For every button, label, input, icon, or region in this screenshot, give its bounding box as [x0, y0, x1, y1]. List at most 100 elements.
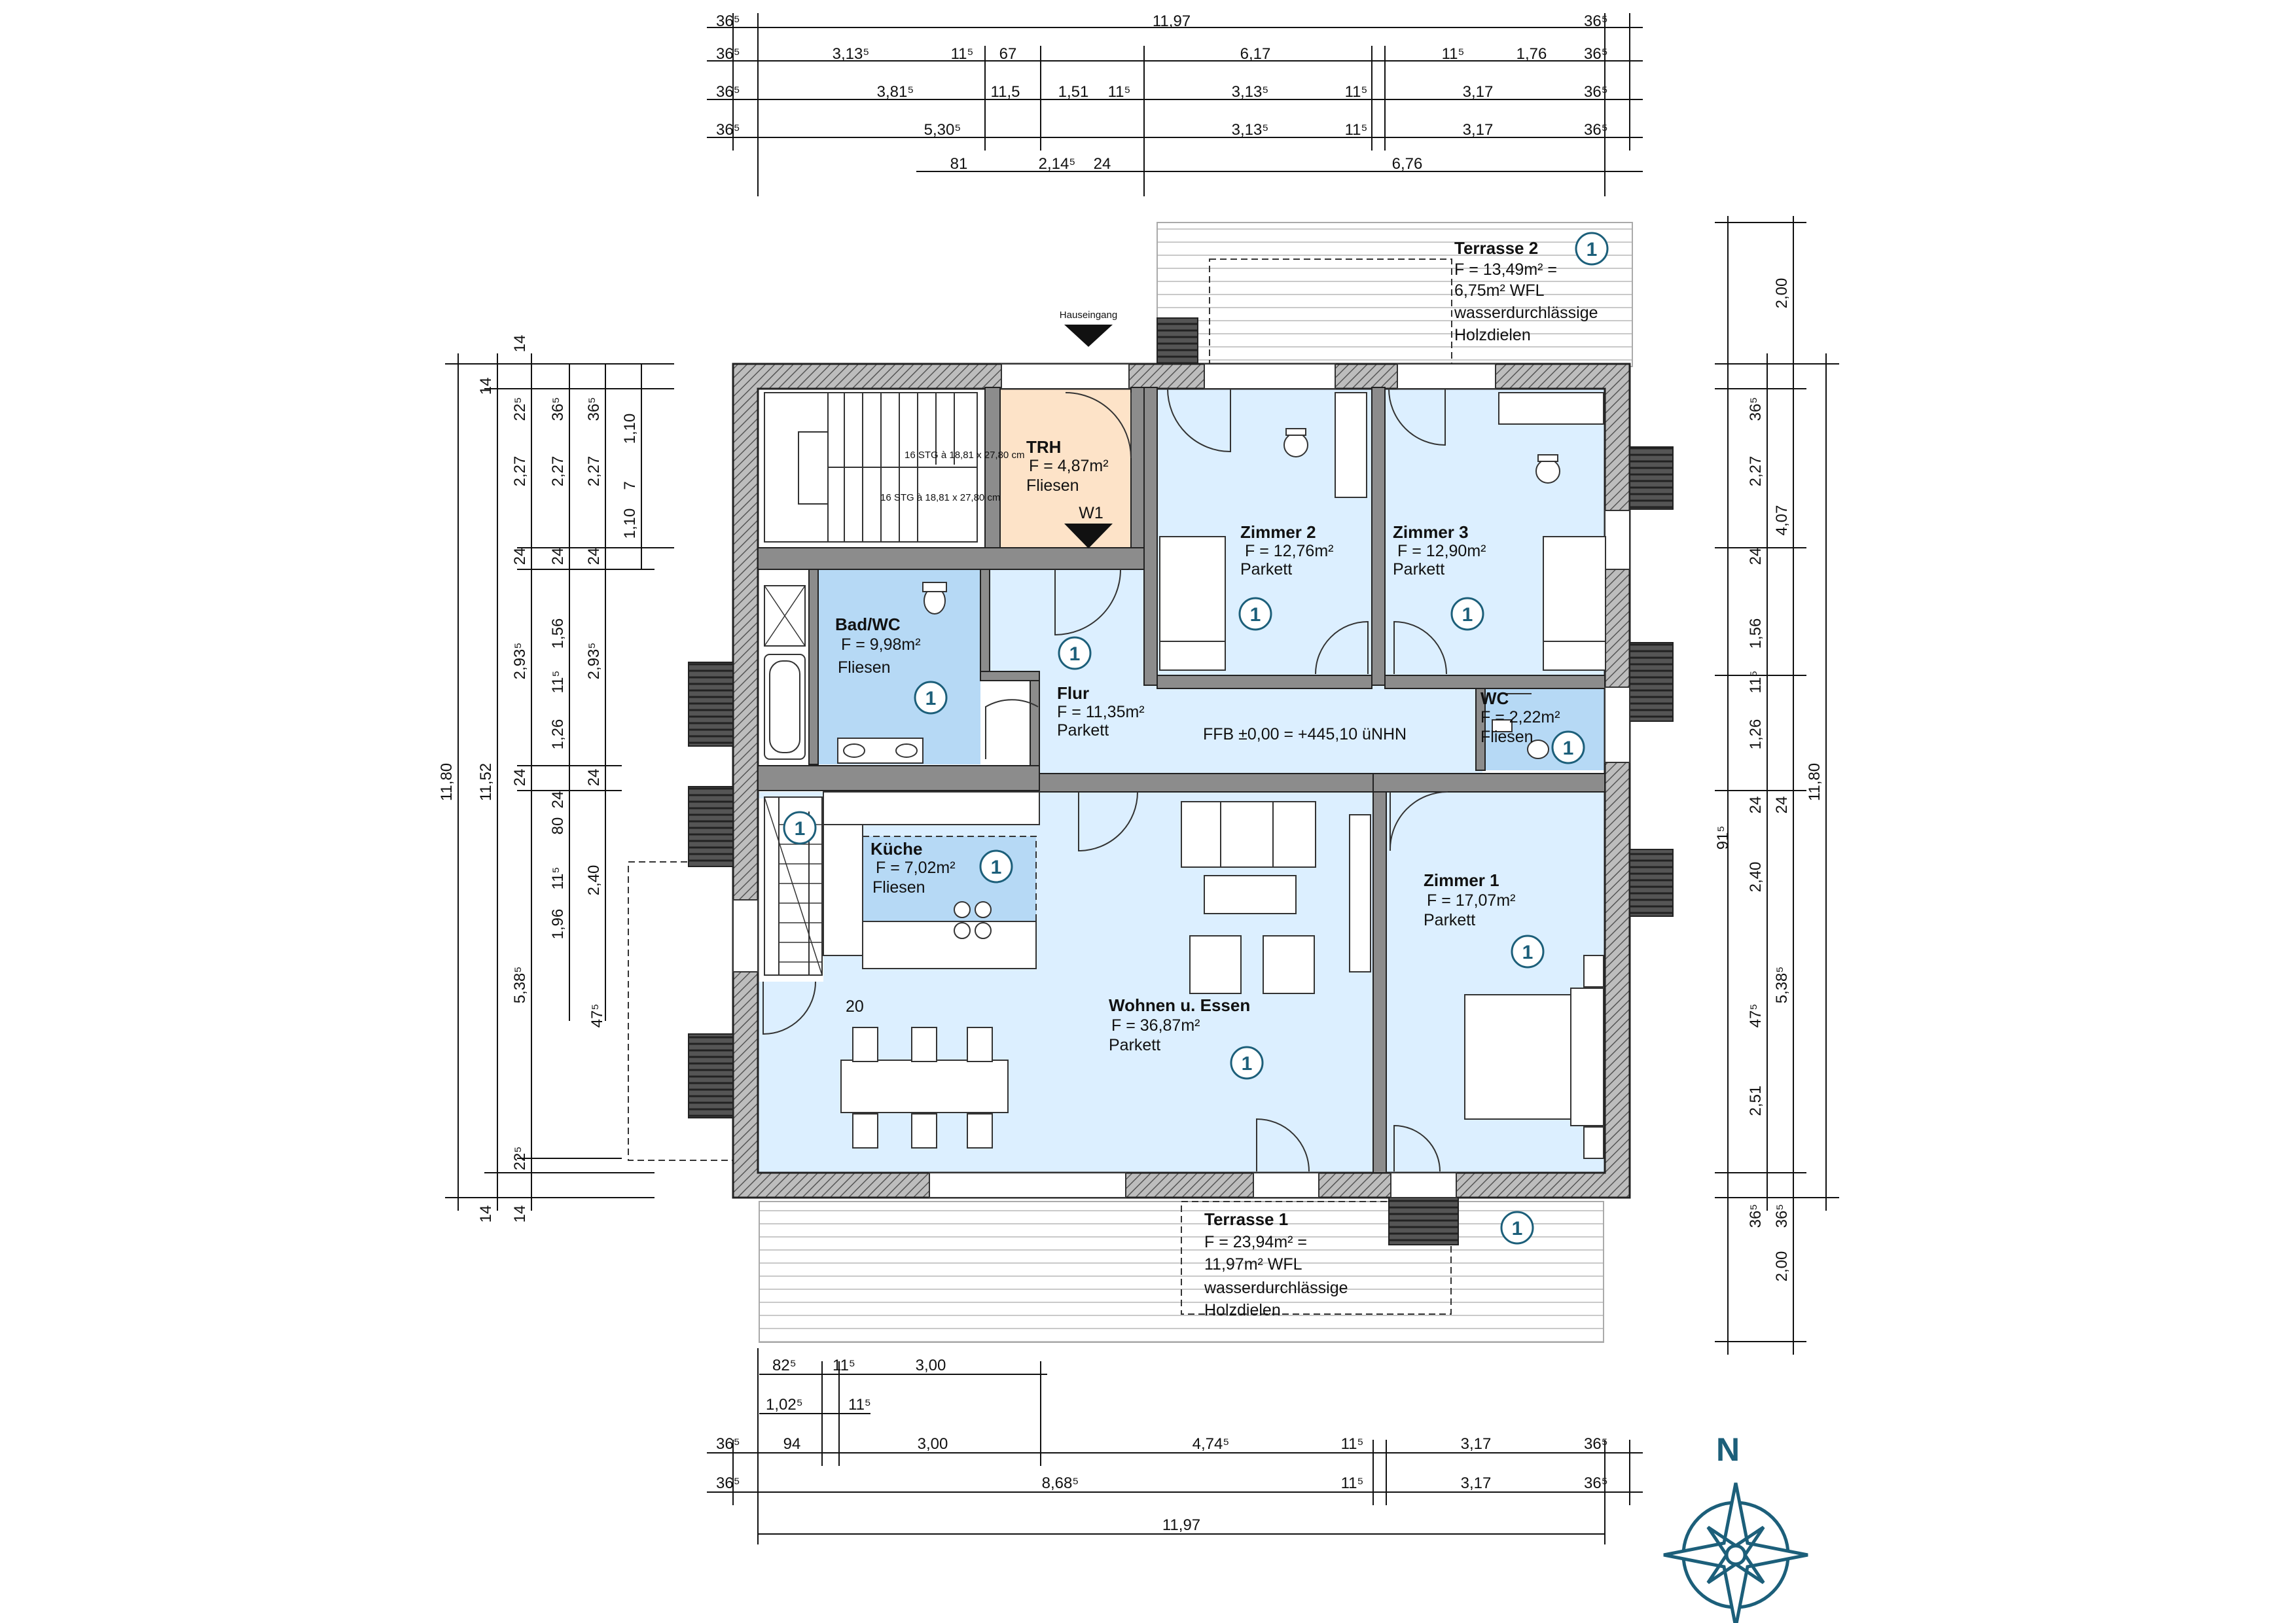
svg-text:1,76: 1,76 [1516, 45, 1547, 63]
stair-note-lower: 16 STG à 18,81 x 27,80 cm [880, 492, 1000, 503]
room-label-zimmer1: Zimmer 1 F = 17,07m² Parkett [1424, 870, 1515, 929]
zimmer3-floor: Parkett [1393, 560, 1444, 579]
svg-text:11⁵: 11⁵ [1345, 121, 1368, 139]
room-label-flur: Flur F = 11,35m² Parkett [1057, 683, 1145, 740]
stair-note-upper: 16 STG à 18,81 x 27,80 cm [905, 450, 1024, 461]
bad-name: Bad/WC [835, 615, 901, 634]
dims-right: 11,80 2,00 4,07 24 5,38⁵ 36⁵ 2,00 36⁵ 2,… [1714, 216, 1839, 1355]
terrace2-name: Terrasse 2 [1454, 238, 1538, 258]
badge-terrasse1: 1 [1500, 1211, 1534, 1245]
window-grates [688, 317, 1674, 1245]
svg-text:11⁵: 11⁵ [951, 45, 974, 63]
svg-text:3,17: 3,17 [1463, 121, 1494, 139]
svg-text:2,27: 2,27 [1747, 456, 1765, 487]
svg-text:36⁵: 36⁵ [716, 12, 740, 30]
svg-text:36⁵: 36⁵ [1773, 1204, 1791, 1228]
svg-text:2,51: 2,51 [1747, 1086, 1765, 1116]
ffb-level: FFB ±0,00 = +445,10 üNHN [1203, 725, 1407, 743]
svg-text:36⁵: 36⁵ [1584, 121, 1608, 139]
svg-text:81: 81 [950, 155, 968, 173]
wohnen-name: Wohnen u. Essen [1109, 995, 1250, 1015]
zimmer2-floor: Parkett [1240, 560, 1292, 579]
badge-zimmer3: 1 [1450, 597, 1484, 631]
svg-text:14: 14 [477, 378, 495, 395]
svg-text:24: 24 [549, 548, 567, 565]
badge-zimmer2: 1 [1238, 597, 1272, 631]
zimmer1-name: Zimmer 1 [1424, 870, 1499, 890]
terrace1-line2: 11,97m² WFL [1204, 1255, 1302, 1274]
wc-area: F = 2,22m² [1480, 708, 1560, 726]
svg-text:2,40: 2,40 [585, 865, 603, 896]
svg-text:3,17: 3,17 [1461, 1474, 1492, 1492]
svg-text:11⁵: 11⁵ [848, 1396, 871, 1414]
svg-text:24: 24 [585, 769, 603, 787]
svg-text:36⁵: 36⁵ [1584, 1474, 1608, 1492]
badge-wc: 1 [1551, 730, 1585, 764]
north-label: N [1716, 1431, 1740, 1468]
svg-text:1: 1 [991, 857, 1002, 878]
svg-text:1: 1 [1069, 643, 1081, 665]
trh-floor: Fliesen [1026, 476, 1079, 495]
svg-text:1: 1 [1242, 1053, 1253, 1075]
svg-text:36⁵: 36⁵ [716, 1474, 740, 1492]
windows [732, 363, 1630, 1198]
svg-text:3,13⁵: 3,13⁵ [1232, 121, 1269, 139]
flur-floor: Parkett [1057, 721, 1109, 740]
svg-text:2,40: 2,40 [1747, 862, 1765, 893]
svg-text:11⁵: 11⁵ [1108, 83, 1131, 101]
kueche-area: F = 7,02m² [876, 859, 956, 877]
dims-bottom: 82⁵ 11⁵ 3,00 1,02⁵ 11⁵ 36⁵ 94 3,00 4,74⁵… [707, 1348, 1643, 1544]
terrace2-line1: F = 13,49m² = [1454, 260, 1557, 279]
svg-text:1,02⁵: 1,02⁵ [766, 1396, 803, 1414]
svg-text:5,38⁵: 5,38⁵ [511, 967, 529, 1004]
bad-floor: Fliesen [838, 658, 891, 677]
svg-text:1,26: 1,26 [549, 719, 567, 750]
svg-text:24: 24 [511, 769, 529, 787]
svg-text:6,17: 6,17 [1240, 45, 1271, 63]
svg-text:80: 80 [549, 817, 567, 835]
svg-text:7: 7 [621, 481, 639, 490]
svg-text:1: 1 [1512, 1218, 1523, 1240]
svg-text:36⁵: 36⁵ [1747, 1204, 1765, 1228]
svg-text:2,00: 2,00 [1773, 1251, 1791, 1282]
svg-text:2,27: 2,27 [549, 456, 567, 487]
svg-text:1: 1 [1250, 604, 1261, 626]
svg-text:1: 1 [925, 688, 937, 709]
svg-text:36⁵: 36⁵ [1584, 45, 1608, 63]
svg-text:24: 24 [1747, 548, 1765, 565]
staircase: 16 STG à 18,81 x 27,80 cm 16 STG à 18,81… [764, 392, 1024, 543]
svg-text:11⁵: 11⁵ [1442, 45, 1465, 63]
svg-text:2,27: 2,27 [585, 456, 603, 487]
svg-text:3,81⁵: 3,81⁵ [877, 83, 914, 101]
svg-text:82⁵: 82⁵ [772, 1357, 797, 1374]
room-label-wc: WC F = 2,22m² Fliesen [1480, 688, 1560, 746]
svg-text:24: 24 [1773, 796, 1791, 814]
svg-text:11⁵: 11⁵ [1341, 1474, 1364, 1492]
svg-text:24: 24 [549, 791, 567, 809]
svg-text:11⁵: 11⁵ [1747, 671, 1765, 694]
zimmer3-name: Zimmer 3 [1393, 522, 1469, 542]
wc-floor: Fliesen [1480, 728, 1534, 746]
svg-text:36⁵: 36⁵ [585, 397, 603, 421]
svg-text:5,38⁵: 5,38⁵ [1773, 967, 1791, 1004]
svg-text:3,17: 3,17 [1463, 83, 1494, 101]
svg-text:36⁵: 36⁵ [716, 1435, 740, 1453]
svg-text:11,52: 11,52 [477, 763, 495, 801]
svg-text:24: 24 [1747, 796, 1765, 814]
trh-area: F = 4,87m² [1029, 457, 1109, 475]
terrace-1 [628, 861, 1604, 1343]
badge-terrasse2: 1 [1575, 232, 1609, 266]
svg-text:91⁵: 91⁵ [1714, 826, 1732, 850]
svg-text:4,07: 4,07 [1773, 505, 1791, 536]
zimmer3-area: F = 12,90m² [1397, 542, 1486, 560]
svg-text:14: 14 [477, 1205, 495, 1223]
svg-text:1: 1 [1462, 604, 1473, 626]
room-label-zimmer2: Zimmer 2 F = 12,76m² Parkett [1240, 522, 1333, 579]
room-label-kueche: Küche F = 7,02m² Fliesen [870, 839, 956, 897]
svg-text:36⁵: 36⁵ [1747, 397, 1765, 421]
zimmer1-area: F = 17,07m² [1427, 891, 1515, 910]
svg-text:2,14⁵: 2,14⁵ [1039, 155, 1076, 173]
svg-text:1,96: 1,96 [549, 909, 567, 940]
svg-text:36⁵: 36⁵ [716, 121, 740, 139]
